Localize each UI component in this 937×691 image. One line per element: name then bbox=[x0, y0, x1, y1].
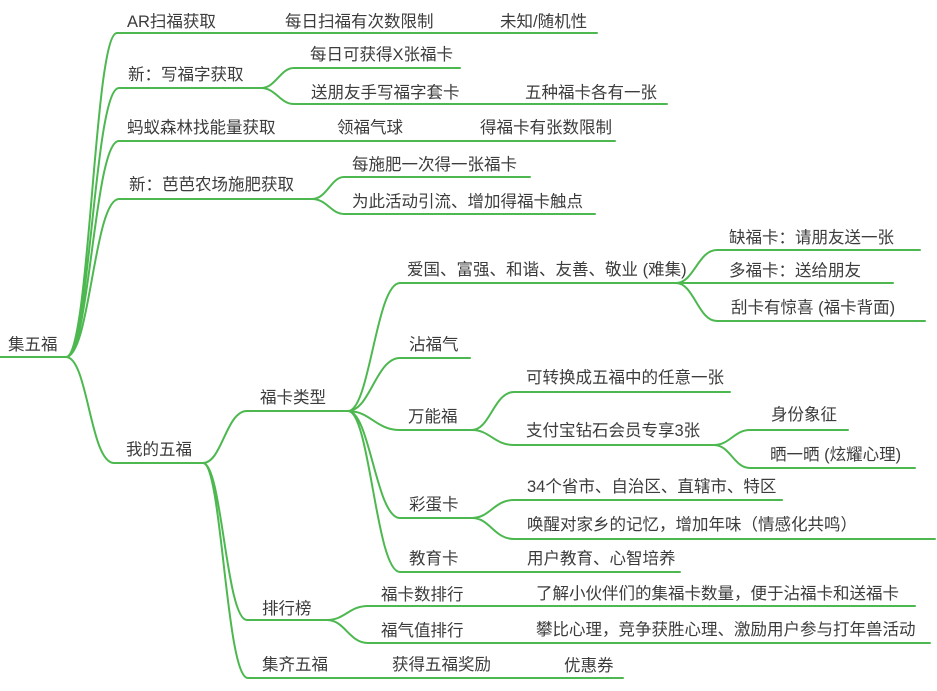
node-easter-egg-card[interactable]: 彩蛋卡 bbox=[409, 496, 459, 514]
node-34-regions[interactable]: 34个省市、自治区、直辖市、特区 bbox=[527, 478, 777, 496]
node-extra-card[interactable]: 多福卡：送给朋友 bbox=[729, 262, 861, 280]
node-status-symbol[interactable]: 身份象征 bbox=[771, 406, 837, 424]
node-fortune-value-ranking[interactable]: 福气值排行 bbox=[381, 622, 464, 640]
node-fu-balloon[interactable]: 领福气球 bbox=[337, 119, 403, 137]
node-zhan-fuqi[interactable]: 沾福气 bbox=[409, 336, 459, 354]
node-education-card[interactable]: 教育卡 bbox=[409, 550, 459, 568]
node-five-blessing-cards[interactable]: 爱国、富强、和谐、友善、敬业 (难集) bbox=[407, 261, 687, 279]
node-daily-scan-limit[interactable]: 每日扫福有次数限制 bbox=[285, 13, 434, 31]
node-ranking[interactable]: 排行榜 bbox=[262, 600, 312, 618]
node-daily-x-cards[interactable]: 每日可获得X张福卡 bbox=[310, 46, 454, 64]
node-missing-card[interactable]: 缺福卡：请朋友送一张 bbox=[729, 229, 894, 247]
node-farm-fertilize[interactable]: 新：芭芭农场施肥获取 bbox=[129, 176, 294, 194]
curve-paths bbox=[65, 32, 751, 679]
node-show-off[interactable]: 晒一晒 (炫耀心理) bbox=[770, 446, 902, 464]
node-diamond-member-3cards[interactable]: 支付宝钻石会员专享3张 bbox=[526, 422, 701, 440]
node-card-quantity-limit[interactable]: 得福卡有张数限制 bbox=[480, 119, 612, 137]
node-card-types[interactable]: 福卡类型 bbox=[260, 389, 326, 407]
node-scratch-surprise[interactable]: 刮卡有惊喜 (福卡背面) bbox=[731, 299, 896, 317]
branch-lines bbox=[0, 32, 936, 679]
node-write-fu[interactable]: 新：写福字获取 bbox=[128, 66, 244, 84]
node-fertilize-one-card[interactable]: 每施肥一次得一张福卡 bbox=[352, 156, 517, 174]
node-convertible-any-card[interactable]: 可转换成五福中的任意一张 bbox=[526, 369, 724, 387]
underline-paths bbox=[0, 32, 936, 679]
node-my-wufu[interactable]: 我的五福 bbox=[126, 441, 192, 459]
node-user-education[interactable]: 用户教育、心智培养 bbox=[527, 550, 676, 568]
node-complete-wufu[interactable]: 集齐五福 bbox=[262, 656, 328, 674]
node-wufu-reward[interactable]: 获得五福奖励 bbox=[392, 656, 491, 674]
node-unknown-randomness[interactable]: 未知/随机性 bbox=[500, 13, 588, 31]
node-universal-card[interactable]: 万能福 bbox=[408, 408, 458, 426]
node-send-handwritten-set[interactable]: 送朋友手写福字套卡 bbox=[311, 84, 460, 102]
node-ar-scan[interactable]: AR扫福获取 bbox=[127, 13, 216, 31]
node-coupon[interactable]: 优惠券 bbox=[564, 657, 614, 675]
node-root-collect-wufu[interactable]: 集五福 bbox=[8, 336, 58, 354]
node-ant-forest[interactable]: 蚂蚁森林找能量获取 bbox=[127, 119, 276, 137]
node-fortune-value-purpose[interactable]: 攀比心理，竞争获胜心理、激励用户参与打年兽活动 bbox=[536, 621, 916, 639]
node-five-cards-one-each[interactable]: 五种福卡各有一张 bbox=[525, 84, 657, 102]
node-card-count-purpose[interactable]: 了解小伙伴们的集福卡数量，便于沾福卡和送福卡 bbox=[536, 585, 899, 603]
node-hometown-memory[interactable]: 唤醒对家乡的记忆，增加年味（情感化共鸣） bbox=[527, 516, 857, 534]
node-traffic-touchpoints[interactable]: 为此活动引流、增加得福卡触点 bbox=[352, 193, 583, 211]
node-card-count-ranking[interactable]: 福卡数排行 bbox=[381, 586, 464, 604]
